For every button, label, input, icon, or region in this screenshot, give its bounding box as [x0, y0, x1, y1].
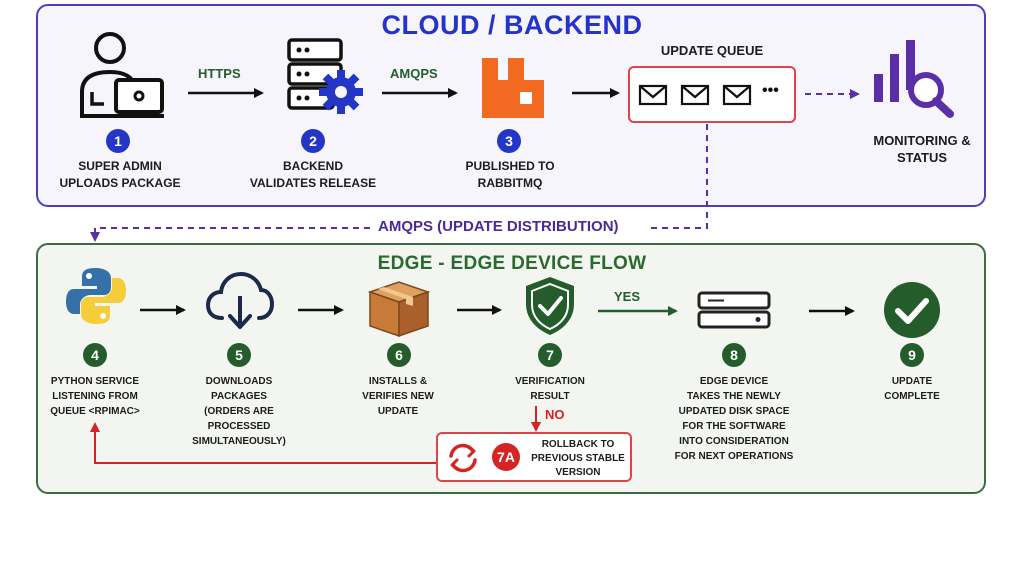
yes-label: YES	[614, 289, 641, 304]
envelope-icon	[722, 84, 752, 106]
analytics-icon	[874, 40, 954, 118]
distribution-label: AMQPS (UPDATE DISTRIBUTION)	[372, 218, 625, 235]
no-label: NO	[545, 407, 565, 422]
rollback-return-path	[90, 422, 436, 464]
https-label: HTTPS	[198, 66, 241, 81]
cloud-download-icon	[205, 271, 275, 329]
envelope-icon	[680, 84, 710, 106]
step-4-badge: 4	[83, 343, 107, 367]
step-1-badge: 1	[106, 129, 130, 153]
distribution-path-left	[90, 227, 370, 242]
step-7a-badge: 7A	[492, 443, 520, 471]
shield-check-icon	[526, 277, 574, 335]
package-box-icon	[367, 281, 431, 338]
queue-more-dots: •••	[762, 82, 779, 99]
check-circle-icon	[884, 282, 940, 338]
rabbitmq-icon	[482, 58, 544, 118]
step-2-badge: 2	[301, 129, 325, 153]
edge-panel-title: EDGE - EDGE DEVICE FLOW	[377, 253, 647, 274]
step-9-badge: 9	[900, 343, 924, 367]
step-5-badge: 5	[227, 343, 251, 367]
step-3-badge: 3	[497, 129, 521, 153]
step-8-badge: 8	[722, 343, 746, 367]
amqps-label: AMQPS	[390, 66, 438, 81]
python-icon	[66, 268, 126, 324]
update-queue-box: •••	[628, 66, 796, 123]
envelope-icon	[638, 84, 668, 106]
edge-device-icon	[697, 291, 771, 329]
cloud-panel-title: CLOUD / BACKEND	[381, 10, 643, 40]
step-7-badge: 7	[538, 343, 562, 367]
refresh-icon	[449, 443, 477, 473]
update-queue-title: UPDATE QUEUE	[660, 43, 764, 58]
step-6-badge: 6	[387, 343, 411, 367]
user-laptop-icon	[80, 32, 164, 118]
server-gear-icon	[287, 38, 363, 114]
distribution-path-right	[650, 124, 708, 229]
monitoring-label: MONITORING &STATUS	[873, 133, 971, 165]
